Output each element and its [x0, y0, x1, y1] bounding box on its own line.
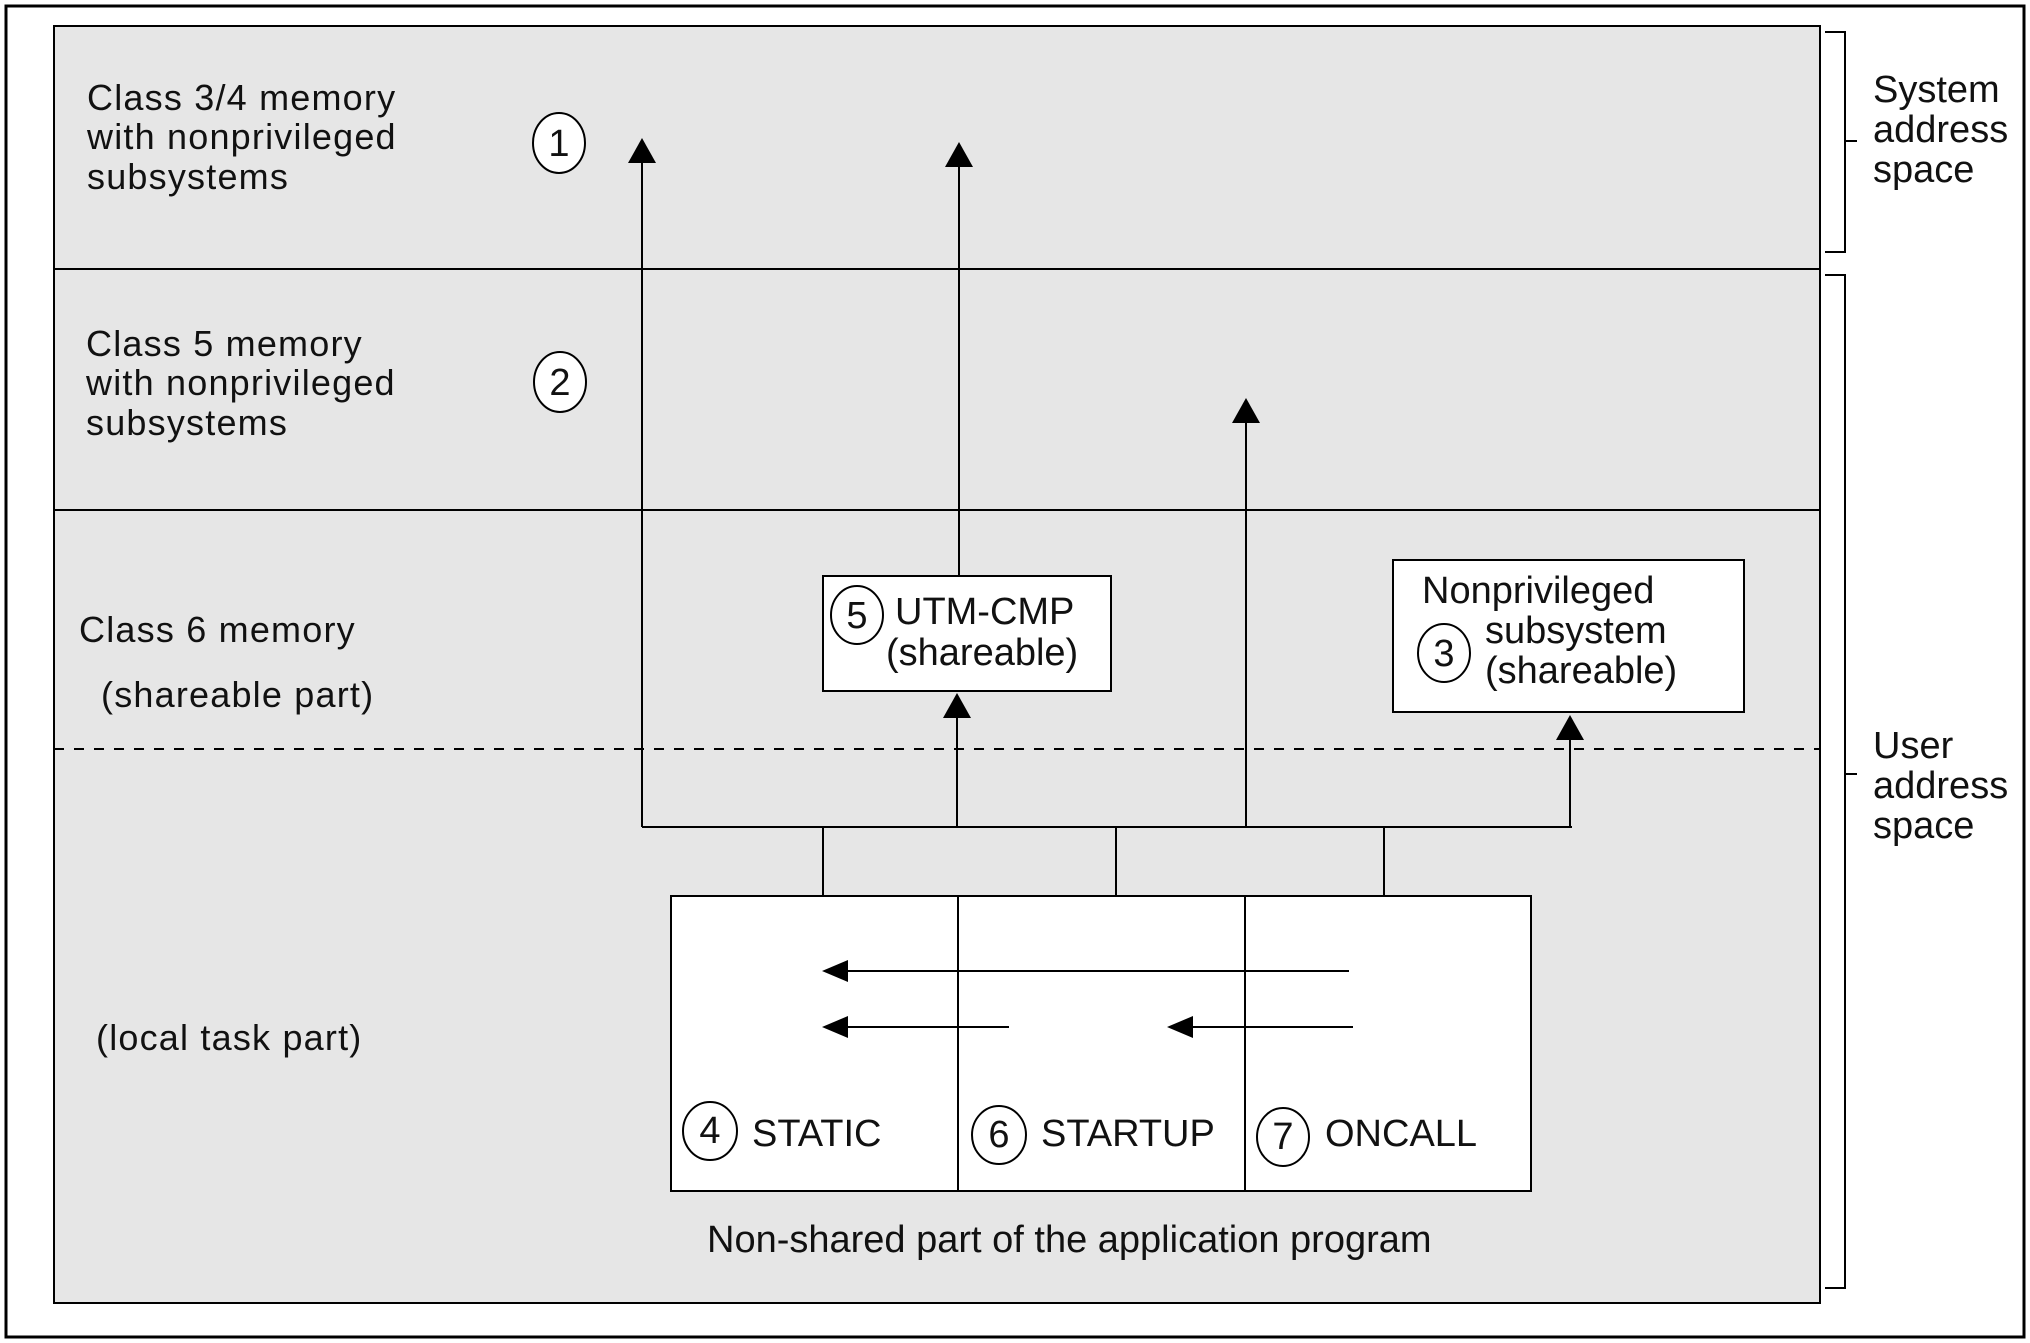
subsystem-label-line1: Nonprivileged [1422, 570, 1654, 612]
class34-label-line2: with nonprivileged [86, 116, 397, 157]
arrow-to-class34-right [945, 142, 973, 576]
class34-label-line1: Class 3/4 memory [87, 77, 396, 118]
arrow-oncall-to-startup [1167, 1016, 1353, 1038]
utm-cmp-shareable-label: (shareable) [886, 632, 1078, 674]
subsystem-label-line2: subsystem [1485, 610, 1667, 652]
user-space-label-line3: space [1873, 805, 1974, 847]
class6-shareable-label: (shareable part) [101, 674, 374, 715]
system-space-label-line1: System [1873, 69, 2000, 111]
static-label: STATIC [752, 1113, 881, 1155]
arrow-to-class34-left [628, 138, 656, 827]
subsystem-label-line3: (shareable) [1485, 650, 1677, 692]
oncall-label: ONCALL [1325, 1113, 1477, 1155]
marker-7-number: 7 [1272, 1116, 1293, 1158]
startup-label: STARTUP [1041, 1113, 1215, 1155]
system-address-space-bracket [1825, 31, 1857, 253]
system-space-label-line2: address [1873, 109, 2008, 151]
arrow-to-class5 [1232, 398, 1260, 827]
marker-6: 6 [971, 1105, 1027, 1165]
user-address-space-bracket [1825, 274, 1857, 1289]
class6-label: Class 6 memory [79, 609, 356, 650]
marker-1: 1 [532, 112, 586, 174]
class5-label-line2: with nonprivileged [85, 362, 396, 403]
arrow-to-utm-cmp [943, 693, 971, 827]
class6-local-label: (local task part) [96, 1017, 362, 1058]
marker-7: 7 [1256, 1107, 1310, 1167]
class34-label-line3: subsystems [87, 156, 289, 197]
system-space-label-line3: space [1873, 149, 1974, 191]
marker-1-number: 1 [548, 123, 569, 165]
marker-5: 5 [830, 585, 884, 645]
marker-4-number: 4 [699, 1110, 720, 1152]
marker-4: 4 [682, 1101, 738, 1161]
class5-label-line3: subsystems [86, 402, 288, 443]
marker-2-number: 2 [549, 362, 570, 404]
arrow-oncall-to-static [822, 960, 1349, 982]
marker-2: 2 [533, 351, 587, 413]
user-space-label-line1: User [1873, 725, 1954, 767]
marker-5-number: 5 [846, 595, 867, 637]
marker-3: 3 [1417, 623, 1471, 683]
arrow-startup-to-static [822, 1016, 1009, 1038]
utm-cmp-label: UTM-CMP [895, 591, 1074, 633]
marker-6-number: 6 [988, 1114, 1009, 1156]
program-caption: Non-shared part of the application progr… [707, 1219, 1432, 1261]
class5-label-line1: Class 5 memory [86, 323, 363, 364]
arrow-to-subsystem [1556, 715, 1584, 827]
user-space-label-line2: address [1873, 765, 2008, 807]
marker-3-number: 3 [1433, 633, 1454, 675]
